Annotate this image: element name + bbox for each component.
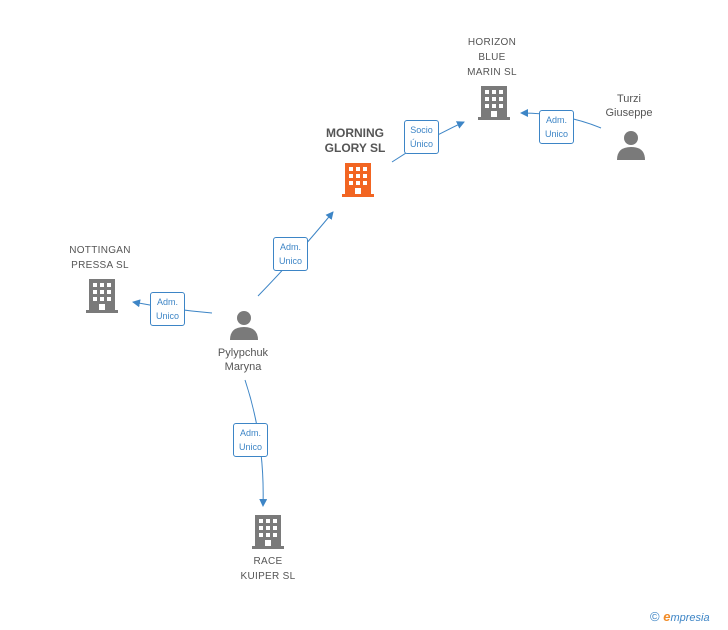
- node-label-race-kuiper[interactable]: RACE KUIPER SL: [240, 556, 296, 582]
- building-icon[interactable]: [252, 514, 284, 550]
- node-label-turzi-giuseppe[interactable]: Turzi Giuseppe: [605, 93, 653, 119]
- building-icon[interactable]: [342, 162, 374, 198]
- edge-label-adm-unico-nottingan[interactable]: Adm. Unico: [150, 292, 186, 326]
- brand-name: mpresia: [670, 612, 710, 624]
- node-label-pylypchuk-maryna[interactable]: Pylypchuk Maryna: [217, 347, 269, 373]
- edge-label-adm-unico-morning[interactable]: Adm. Unico: [273, 237, 309, 271]
- person-icon[interactable]: [616, 130, 646, 160]
- brand-initial: e: [663, 609, 671, 624]
- edge-label-socio-unico[interactable]: Socio Único: [404, 120, 440, 154]
- copyright-symbol: ©: [650, 609, 660, 624]
- node-label-morning-glory[interactable]: MORNING GLORY SL: [324, 126, 386, 155]
- edge-label-adm-unico-race[interactable]: Adm. Unico: [233, 423, 269, 457]
- building-icon[interactable]: [86, 278, 118, 314]
- building-icon[interactable]: [478, 85, 510, 121]
- node-label-nottingan-pressa[interactable]: NOTTINGAN PRESSA SL: [69, 245, 131, 271]
- node-label-horizon-blue-marin[interactable]: HORIZON BLUE MARIN SL: [467, 37, 517, 78]
- edge-label-adm-unico-turzi[interactable]: Adm. Unico: [539, 110, 575, 144]
- person-icon[interactable]: [229, 310, 259, 340]
- empresia-logo: © empresia: [650, 609, 710, 624]
